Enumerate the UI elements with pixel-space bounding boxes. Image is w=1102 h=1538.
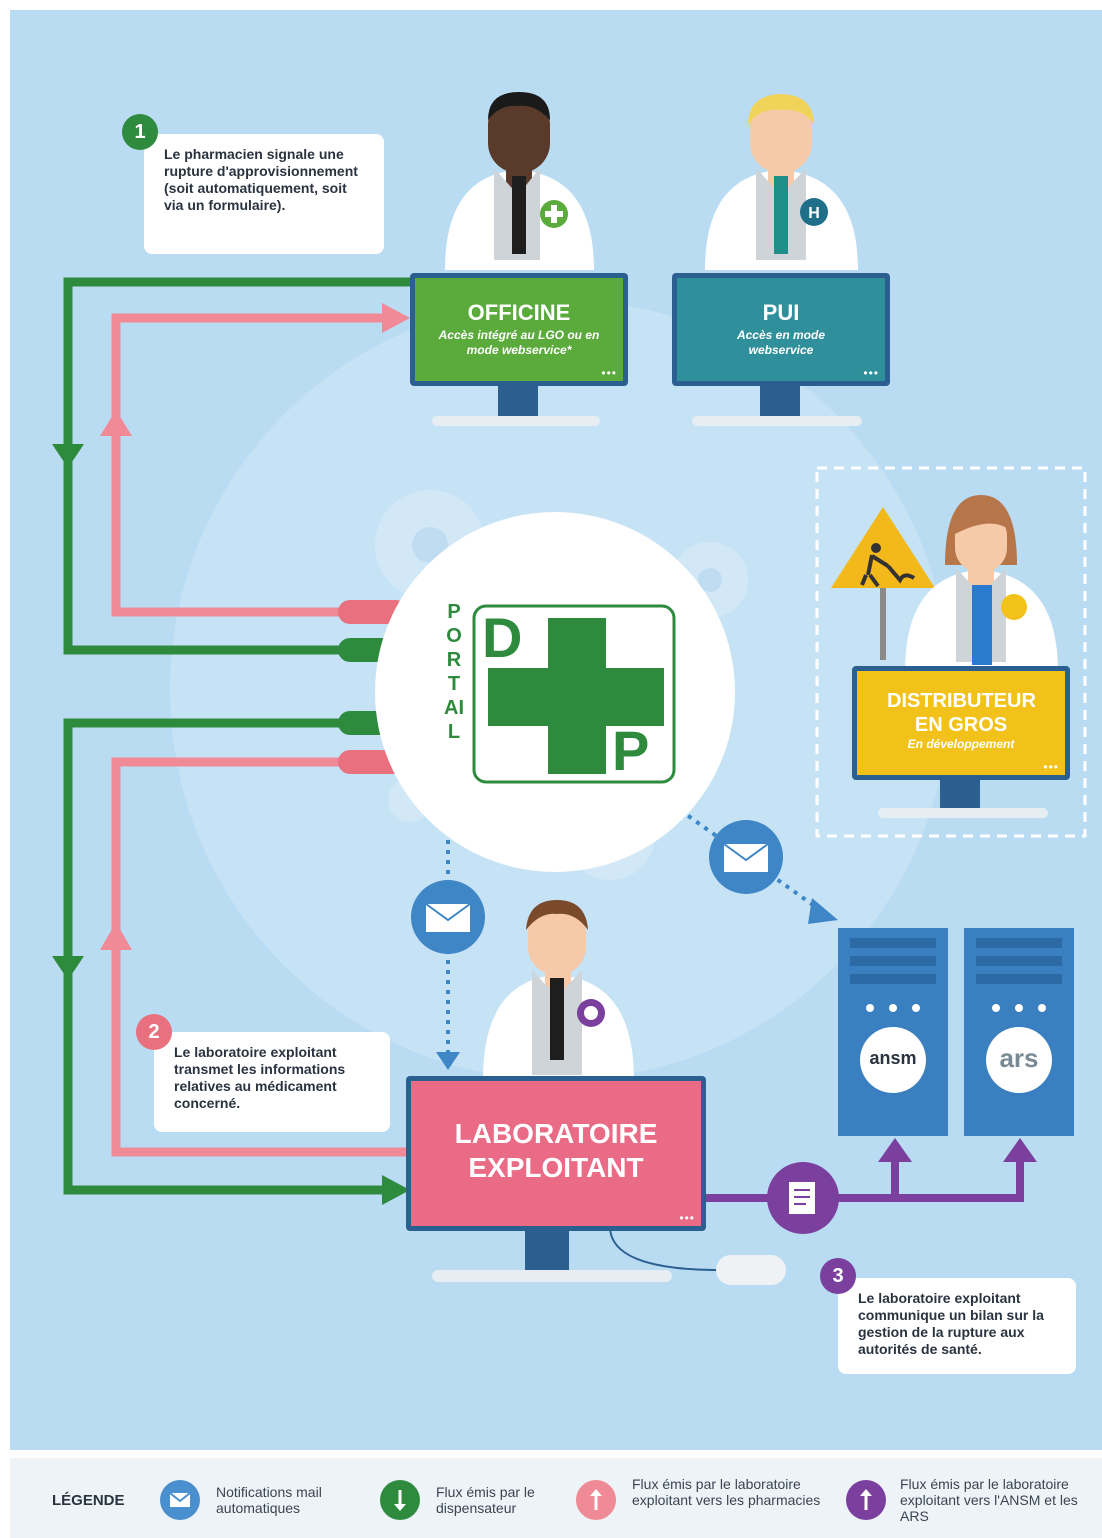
distributeur-subtitle: En développement (907, 737, 1015, 751)
laboratoire-pharmacist-avatar (483, 900, 634, 1080)
envelope-icon (709, 820, 783, 894)
distributeur-title: DISTRIBUTEUR EN GROS (887, 690, 1036, 736)
monitor-stands (498, 385, 980, 1270)
pui-title: PUI (762, 300, 800, 325)
legend: LÉGENDE Notifications mail automatiques … (10, 1458, 1102, 1538)
ars-logo: ars (999, 1043, 1039, 1073)
green-arrow-down-bottom (52, 956, 84, 980)
purple-flow (705, 1160, 1024, 1202)
arrow-down-icon (380, 1480, 420, 1520)
pui-pharmacist-avatar: H (705, 94, 858, 270)
dp-cross-icon (488, 618, 664, 774)
construction-sign-icon (831, 507, 935, 660)
distributeur-dashed-frame (815, 466, 1087, 838)
logo-letter-p: P (612, 719, 650, 782)
ansm-server-icon (838, 928, 948, 1136)
report-document-icon (767, 1162, 839, 1234)
step-2-badge: 2 (136, 1014, 172, 1050)
officine-title: OFFICINE (467, 300, 571, 325)
step-3-badge: 3 (820, 1258, 856, 1294)
step-1-callout: Le pharmacien signale une rupture d'appr… (144, 134, 384, 254)
officine-screen[interactable]: OFFICINE Accès intégré au LGO ou en mode… (410, 273, 628, 386)
more-icon: ••• (679, 1211, 695, 1225)
pink-flow-bottom (111, 757, 410, 1157)
pink-arrow-up-top (100, 410, 132, 436)
laboratoire-title: LABORATOIRE EXPLOITANT (454, 1118, 658, 1183)
envelope-icon (411, 880, 485, 954)
portal-vertical-label: PORTAIL (444, 601, 464, 743)
step-1-badge: 1 (122, 114, 158, 150)
legend-ansm-ars-text: Flux émis par le laboratoire exploitant … (900, 1476, 1078, 1524)
more-icon: ••• (863, 366, 879, 380)
pui-subtitle: Accès en mode webservice (736, 328, 826, 357)
arrow-up-icon (846, 1480, 886, 1520)
ansm-logo: ansm (869, 1048, 917, 1068)
step-3-text: Le laboratoire exploitant communique un … (858, 1290, 1044, 1357)
pink-flow-top (111, 313, 385, 617)
green-arrow-right-bottom (382, 1175, 410, 1205)
more-icon: ••• (1043, 760, 1059, 774)
pui-screen[interactable]: PUI Accès en mode webservice ••• (672, 273, 890, 386)
officine-subtitle: Accès intégré au LGO ou en mode webservi… (438, 328, 600, 357)
pink-arrow-up-bottom (100, 922, 132, 950)
legend-dispensateur-text: Flux émis par le dispensateur (436, 1484, 535, 1516)
more-icon: ••• (601, 366, 617, 380)
mouse-icon (716, 1255, 786, 1285)
distributeur-pharmacist-avatar (905, 495, 1058, 672)
officine-pharmacist-avatar (445, 92, 594, 270)
pink-arrow-right-top (382, 303, 410, 333)
legend-pharmacies-text: Flux émis par le laboratoire exploitant … (632, 1476, 821, 1508)
arrow-up-icon (576, 1480, 616, 1520)
step-1-text: Le pharmacien signale une rupture d'appr… (164, 146, 358, 213)
logo-letter-d: D (482, 606, 523, 669)
step-2-callout: Le laboratoire exploitant transmet les i… (154, 1032, 390, 1132)
laboratoire-screen[interactable]: LABORATOIRE EXPLOITANT ••• (406, 1076, 706, 1231)
svg-text:H: H (808, 205, 820, 222)
envelope-icon (160, 1480, 200, 1520)
step-3-callout: Le laboratoire exploitant communique un … (838, 1278, 1076, 1374)
ars-server-icon (964, 928, 1074, 1136)
distributeur-screen[interactable]: DISTRIBUTEUR EN GROS En développement ••… (852, 666, 1070, 780)
green-arrow-down (52, 444, 84, 468)
legend-title: LÉGENDE (52, 1492, 125, 1509)
legend-mail-text: Notifications mail automatiques (216, 1484, 322, 1516)
step-2-text: Le laboratoire exploitant transmet les i… (174, 1044, 346, 1111)
